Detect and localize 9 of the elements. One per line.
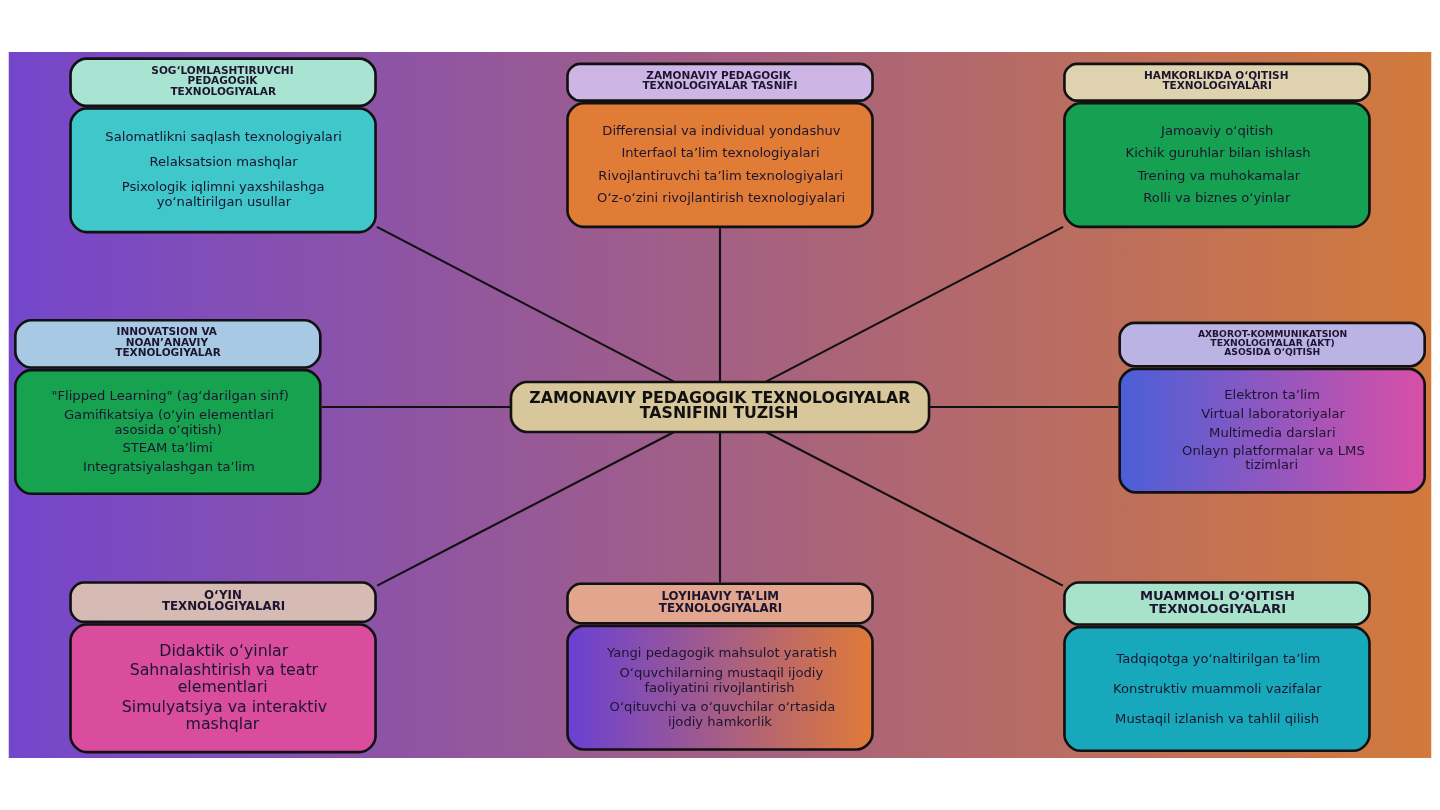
connector xyxy=(765,431,1064,587)
connector xyxy=(376,225,675,383)
connector xyxy=(322,405,511,409)
connector xyxy=(929,405,1119,409)
connector xyxy=(718,432,722,583)
connector xyxy=(765,225,1064,383)
connector xyxy=(376,431,675,587)
connector xyxy=(718,228,722,382)
node-box: ZAMONAVIY PEDAGOGIK TEXNOLOGIYALAR TASNIFINI TUZISH xyxy=(509,380,931,434)
